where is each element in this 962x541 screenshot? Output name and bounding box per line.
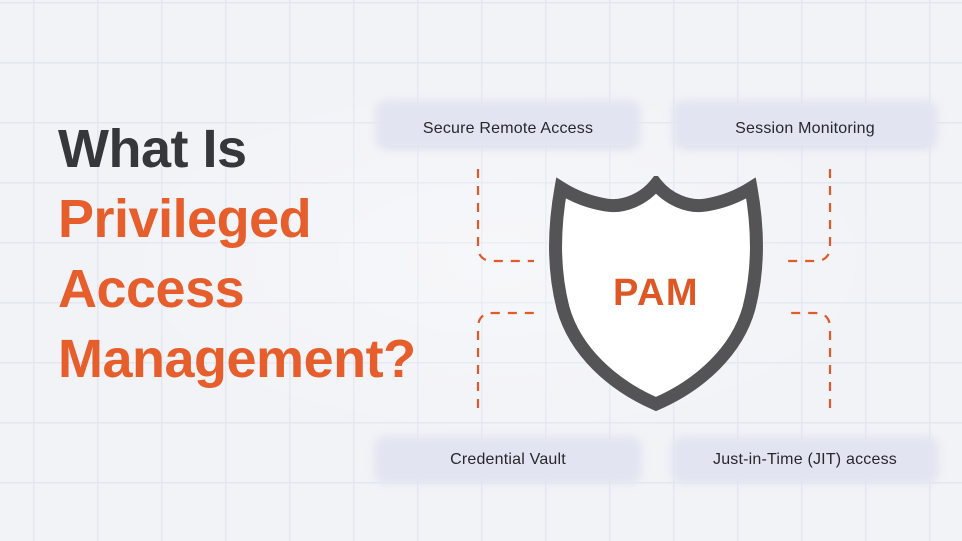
connector-bottom-right [788,311,832,408]
label-secure-remote-access: Secure Remote Access [385,112,631,145]
label-jit-access-text: Just-in-Time (JIT) access [713,450,897,468]
connector-top-left [476,169,534,263]
title-line-what-is: What Is [58,119,247,179]
page-title: What Is Privileged Access Management? [58,114,416,394]
label-credential-vault: Credential Vault [385,443,631,476]
label-secure-remote-access-text: Secure Remote Access [422,119,594,137]
label-session-monitoring: Session Monitoring [682,112,928,145]
title-line-privileged: Privileged [58,189,312,249]
connector-top-right [788,169,832,263]
label-credential-vault-text: Credential Vault [450,450,566,468]
shield-icon [549,176,763,412]
pam-acronym: PAM [612,272,700,314]
title-line-access: Access [58,259,245,319]
title-line-management: Management? [58,329,416,389]
label-session-monitoring-text: Session Monitoring [735,119,875,137]
connector-bottom-left [476,311,534,408]
label-jit-access: Just-in-Time (JIT) access [682,443,928,476]
